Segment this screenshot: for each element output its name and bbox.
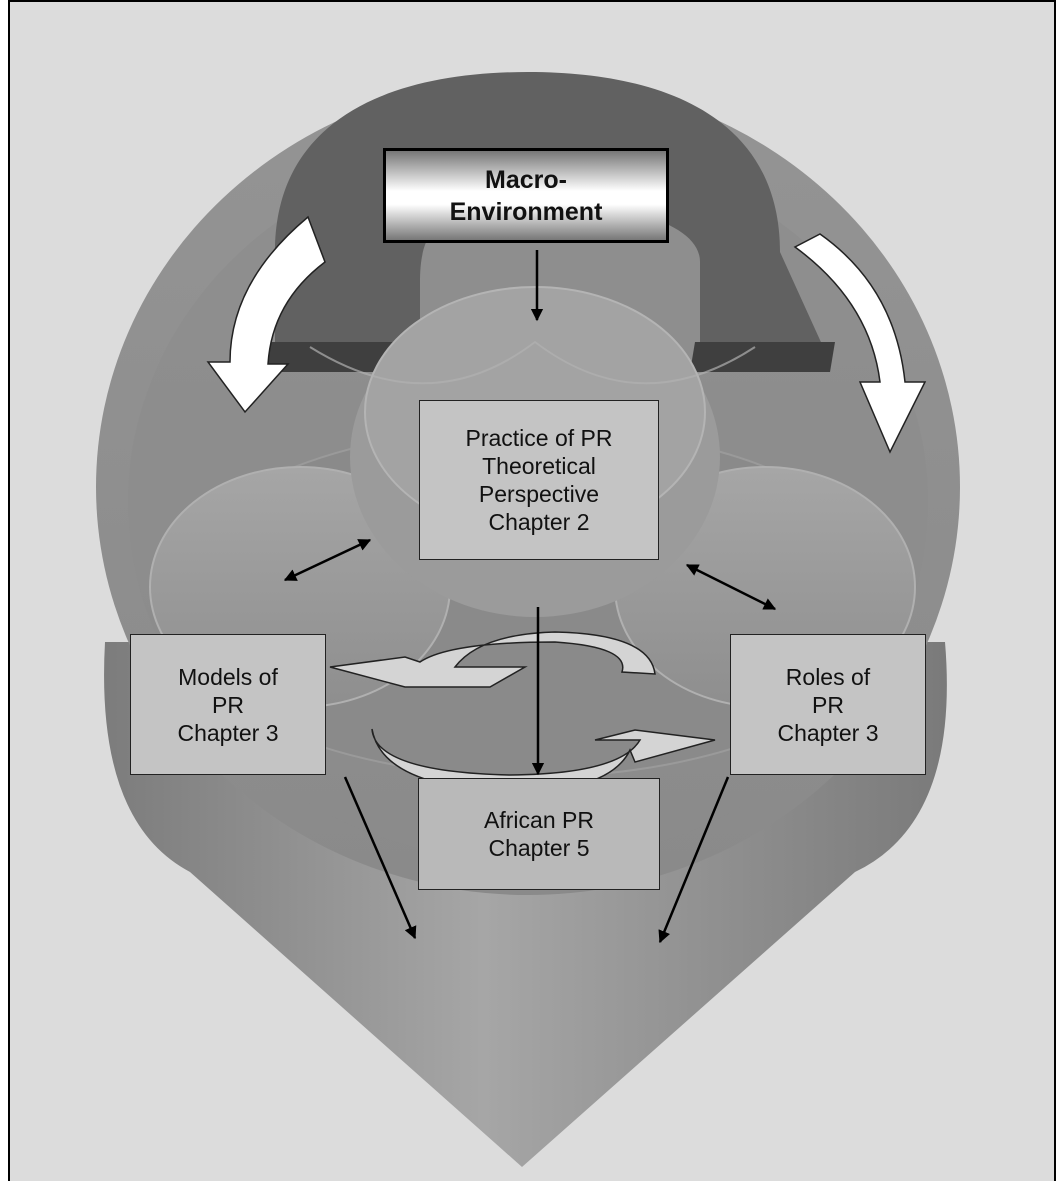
cycle-arrow-top bbox=[329, 631, 656, 688]
roles-line1: Roles of bbox=[785, 663, 871, 690]
practice-line2: Theoretical bbox=[482, 453, 596, 479]
macro-environment-line1: Macro- bbox=[485, 165, 567, 194]
practice-line1: Practice of PR bbox=[465, 425, 613, 451]
models-line2: PR bbox=[212, 691, 244, 718]
practice-line4: Chapter 2 bbox=[488, 509, 590, 535]
magnet-pole-right bbox=[690, 342, 835, 372]
roles-of-pr-box: Roles of PR Chapter 3 bbox=[730, 634, 926, 775]
models-line3: Chapter 3 bbox=[177, 719, 279, 746]
magnet bbox=[275, 72, 830, 362]
arrow-practice-roles bbox=[685, 563, 777, 611]
african-pr-box: African PR Chapter 5 bbox=[418, 778, 660, 890]
african-line2: Chapter 5 bbox=[488, 835, 590, 861]
african-line1: African PR bbox=[484, 807, 594, 833]
curved-arrow-right bbox=[793, 233, 927, 454]
arrow-practice-models bbox=[283, 538, 372, 582]
diagram-frame: Macro- Environment Practice of PR Theore… bbox=[8, 0, 1056, 1181]
arrow-models-to-african bbox=[343, 776, 417, 940]
practice-line3: Perspective bbox=[478, 481, 600, 507]
arrow-roles-to-african bbox=[658, 776, 730, 944]
macro-environment-line2: Environment bbox=[449, 197, 603, 226]
practice-of-pr-box: Practice of PR Theoretical Perspective C… bbox=[419, 400, 659, 560]
macro-environment-box: Macro- Environment bbox=[383, 148, 669, 243]
models-line1: Models of bbox=[178, 663, 278, 690]
curved-arrow-left bbox=[206, 215, 326, 414]
disc-divider bbox=[309, 340, 756, 385]
models-of-pr-box: Models of PR Chapter 3 bbox=[130, 634, 326, 775]
roles-line3: Chapter 3 bbox=[777, 719, 879, 746]
roles-line2: PR bbox=[812, 691, 844, 718]
